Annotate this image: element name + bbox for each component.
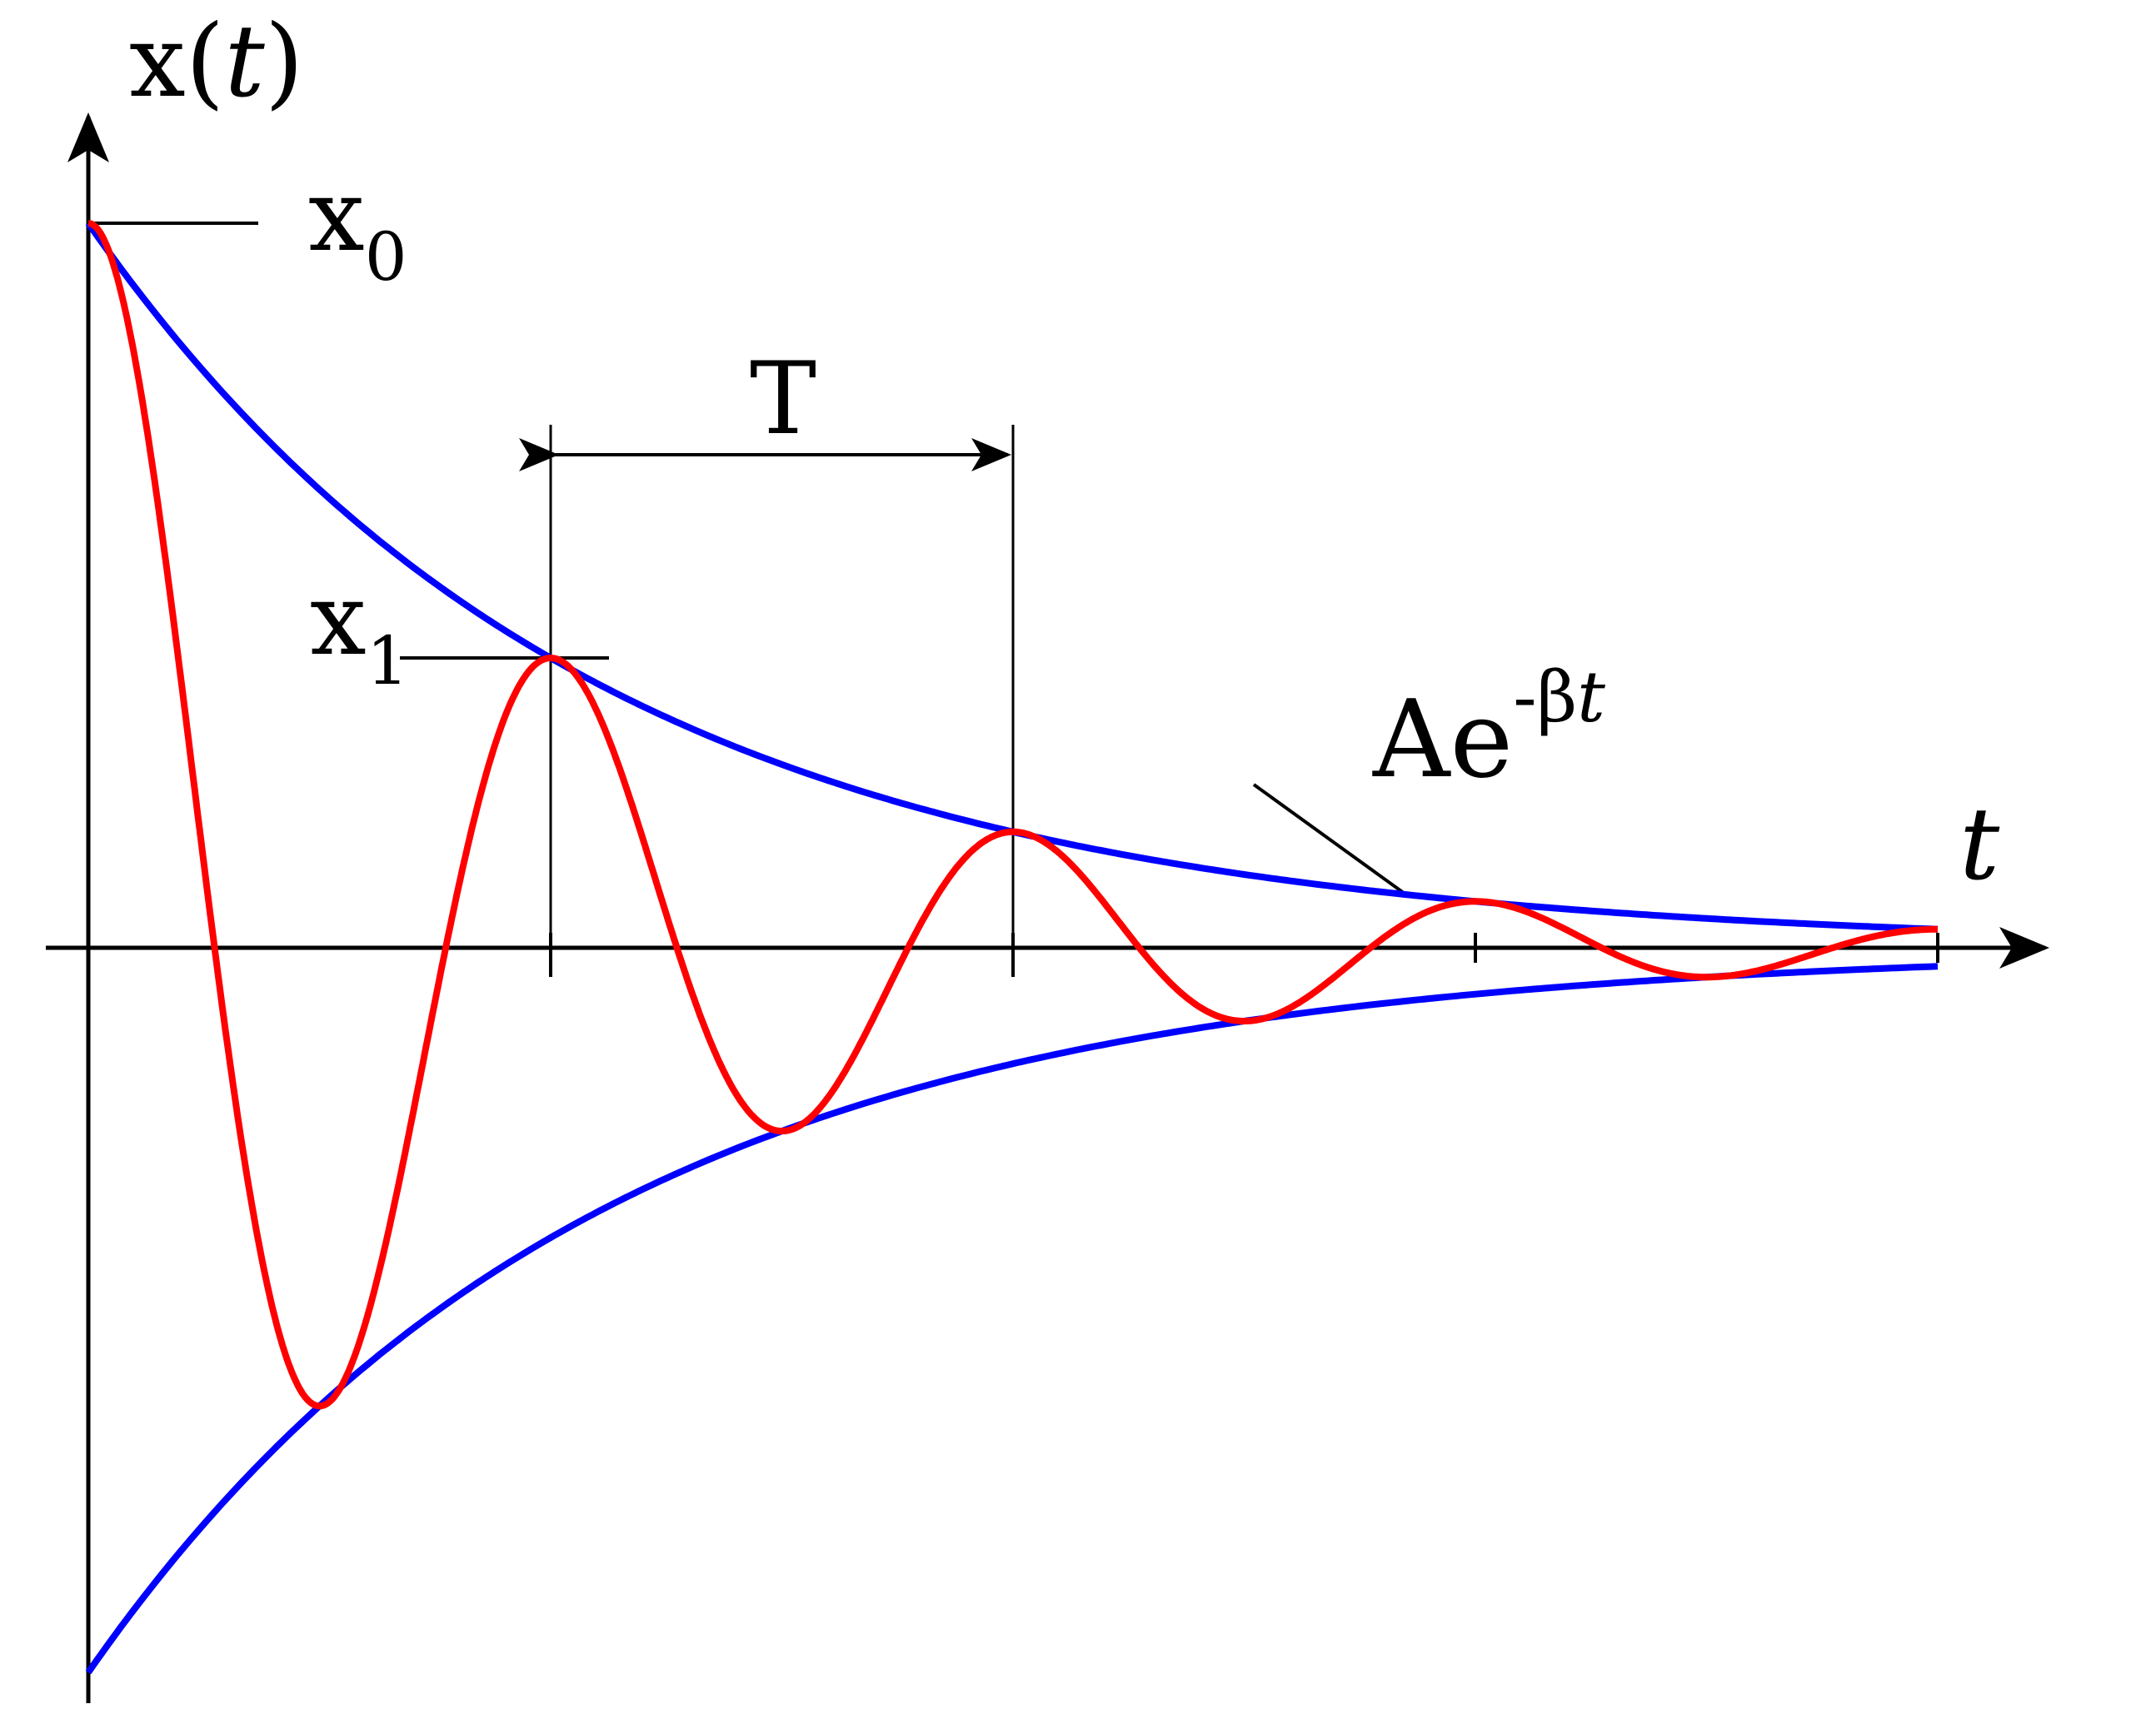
y-axis-label-close: ) bbox=[265, 4, 304, 120]
y-axis-label: x(t) bbox=[129, 4, 304, 120]
y-axis-label-main: x( bbox=[129, 4, 225, 120]
damped-oscillation-curve bbox=[87, 220, 1938, 1410]
x0-label-base: x bbox=[308, 158, 365, 274]
x1-label-sub: 1 bbox=[367, 622, 409, 700]
curves bbox=[85, 220, 1939, 1675]
guide-lines bbox=[88, 222, 1407, 977]
x0-label-sub: 0 bbox=[365, 218, 407, 296]
envelope-label-exp-var: t bbox=[1577, 656, 1605, 738]
y-axis-label-var: t bbox=[225, 4, 266, 120]
envelope-label: Ae-βt bbox=[1372, 656, 1605, 802]
axes bbox=[46, 112, 2049, 1703]
x-axis-label: t bbox=[1959, 787, 2000, 903]
x1-label-base: x bbox=[310, 562, 367, 678]
envelope-lower-curve bbox=[85, 963, 1939, 1675]
x0-label: x0 bbox=[308, 158, 407, 296]
period-label: T bbox=[750, 341, 816, 457]
envelope-label-leader bbox=[1252, 783, 1407, 896]
x1-label: x1 bbox=[310, 562, 409, 700]
envelope-label-base: Ae bbox=[1372, 678, 1513, 802]
envelope-label-exp: -β bbox=[1513, 656, 1577, 738]
